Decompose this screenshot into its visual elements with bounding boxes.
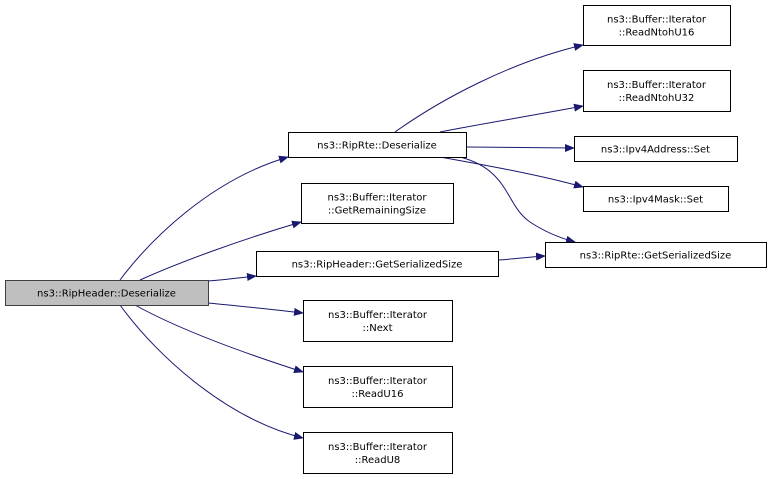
node-label: ns3::Buffer::Iterator bbox=[328, 442, 428, 453]
node-box bbox=[545, 242, 767, 268]
edge-riprte_deserialize-to-read_ntoh_u16 bbox=[394, 43, 584, 133]
edge-root-to-ripheader_get_serialized_size bbox=[207, 273, 257, 282]
node-read-ntoh-u16[interactable]: ns3::Buffer::Iterator::ReadNtohU16 bbox=[583, 5, 731, 46]
node-box bbox=[303, 432, 453, 474]
node-label: ::ReadNtohU32 bbox=[619, 93, 695, 104]
node-get-remaining-size[interactable]: ns3::Buffer::Iterator::GetRemainingSize bbox=[301, 183, 454, 224]
node-label: ::ReadU8 bbox=[355, 455, 401, 466]
node-read-u8[interactable]: ns3::Buffer::Iterator::ReadU8 bbox=[303, 432, 453, 474]
node-box bbox=[5, 280, 209, 306]
edge-riprte_deserialize-to-read_ntoh_u32 bbox=[439, 103, 584, 133]
node-riprte-deserialize[interactable]: ns3::RipRte::Deserialize bbox=[288, 132, 467, 158]
node-box bbox=[303, 366, 453, 408]
node-box bbox=[574, 136, 738, 162]
edge-riprte_deserialize-to-ipv4address_set bbox=[465, 143, 575, 152]
node-label: ns3::RipRte::GetSerializedSize bbox=[580, 251, 732, 262]
node-box bbox=[583, 186, 729, 212]
node-label: ns3::Buffer::Iterator bbox=[607, 15, 707, 26]
node-root[interactable]: ns3::RipHeader::Deserialize bbox=[5, 280, 209, 306]
node-ipv4address-set[interactable]: ns3::Ipv4Address::Set bbox=[574, 136, 738, 162]
node-label: ns3::RipHeader::Deserialize bbox=[37, 289, 176, 300]
node-box bbox=[583, 70, 731, 112]
node-box bbox=[301, 183, 454, 224]
edges-layer bbox=[119, 43, 584, 440]
node-next[interactable]: ns3::Buffer::Iterator::Next bbox=[303, 300, 453, 342]
node-box bbox=[256, 251, 499, 277]
edge-root-to-read_u16 bbox=[134, 304, 304, 374]
nodes-layer: ns3::RipHeader::Deserialize ns3::RipRte::… bbox=[5, 5, 767, 474]
node-label: ns3::Buffer::Iterator bbox=[607, 80, 707, 91]
edge-root-to-get_remaining_size bbox=[139, 220, 302, 281]
edge-root-to-next bbox=[207, 302, 304, 316]
node-label: ns3::Buffer::Iterator bbox=[328, 193, 428, 204]
edge-root-to-riprte_deserialize bbox=[119, 155, 289, 281]
node-label: ns3::RipHeader::GetSerializedSize bbox=[292, 260, 463, 271]
edge-riprte_deserialize-to-riprte_get_serialized_size bbox=[459, 156, 576, 244]
node-ipv4mask-set[interactable]: ns3::Ipv4Mask::Set bbox=[583, 186, 729, 212]
edge-root-to-read_u8 bbox=[119, 304, 304, 440]
node-label: ns3::Ipv4Mask::Set bbox=[608, 195, 703, 206]
node-label: ns3::Buffer::Iterator bbox=[328, 310, 428, 321]
node-read-ntoh-u32[interactable]: ns3::Buffer::Iterator::ReadNtohU32 bbox=[583, 70, 731, 112]
node-box bbox=[303, 300, 453, 342]
node-box bbox=[583, 5, 731, 46]
node-ripheader-get-serialized-size[interactable]: ns3::RipHeader::GetSerializedSize bbox=[256, 251, 499, 277]
node-label: ::Next bbox=[362, 323, 392, 334]
node-read-u16[interactable]: ns3::Buffer::Iterator::ReadU16 bbox=[303, 366, 453, 408]
node-label: ::ReadU16 bbox=[352, 389, 404, 400]
node-label: ns3::Buffer::Iterator bbox=[328, 376, 428, 387]
edge-ripheader_get_serialized_size-to-riprte_get_serialized_size bbox=[497, 252, 546, 261]
node-riprte-get-serialized-size[interactable]: ns3::RipRte::GetSerializedSize bbox=[545, 242, 767, 268]
node-label: ::GetRemainingSize bbox=[328, 206, 426, 217]
node-label: ::ReadNtohU16 bbox=[619, 28, 695, 39]
edge-riprte_deserialize-to-ipv4mask_set bbox=[439, 156, 584, 189]
node-label: ns3::Ipv4Address::Set bbox=[601, 145, 710, 156]
node-box bbox=[288, 132, 467, 158]
node-label: ns3::RipRte::Deserialize bbox=[317, 141, 437, 152]
